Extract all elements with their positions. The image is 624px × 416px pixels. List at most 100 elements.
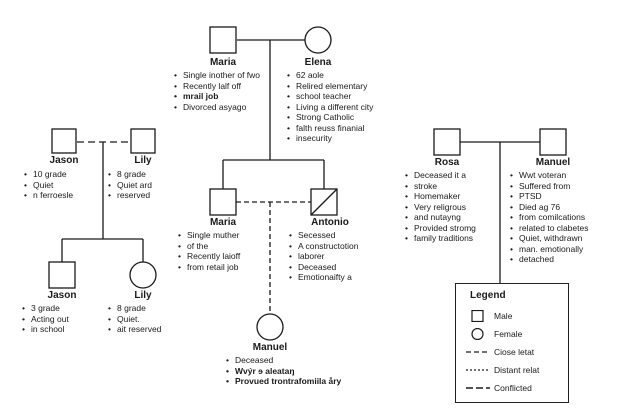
note: Very religrous — [405, 202, 476, 213]
rosa-male-square — [433, 128, 461, 156]
maria-mid-male-square — [209, 188, 237, 216]
note: of the — [178, 241, 240, 252]
person-name-maria-mid: Maria — [209, 217, 237, 228]
note: from retail job — [178, 262, 240, 273]
note: related to clabetes — [510, 223, 588, 234]
note: Quiet — [24, 180, 73, 191]
person-name-manuel-right: Manuel — [535, 157, 571, 168]
notes-maria-top: Single inother of fwo Recently lalf off … — [174, 70, 260, 112]
note: Single muther — [178, 230, 240, 241]
note: n ferroesle — [24, 190, 73, 201]
legend-label: Ciose letat — [494, 346, 535, 357]
note: Single inother of fwo — [174, 70, 260, 81]
lily-bottom-female-circle — [129, 261, 157, 289]
person-name-jason-top: Jason — [49, 155, 79, 166]
note: Strong Catholic — [287, 112, 373, 123]
note: PTSD — [510, 191, 588, 202]
notes-lily-bottom: 8 grade Quiet. ait reserved — [108, 303, 161, 335]
note: family traditions — [405, 233, 476, 244]
note: Secessed — [289, 230, 358, 241]
person-name-rosa: Rosa — [434, 157, 460, 168]
note: in school — [22, 324, 69, 335]
antonio-deceased-square — [310, 188, 338, 216]
antonio-deceased-mark — [310, 188, 338, 216]
person-name-elena: Elena — [304, 57, 332, 68]
jason-bottom-male-square — [48, 261, 76, 289]
maria-top-male-square — [209, 26, 237, 54]
note: Suffered from — [510, 181, 588, 192]
person-name-lily-top: Lily — [134, 155, 152, 166]
close-line-icon — [466, 346, 490, 358]
note: 8 grade — [108, 303, 161, 314]
note: 3 grade — [22, 303, 69, 314]
note: insecurity — [287, 133, 373, 144]
lily-top-male-square — [130, 128, 156, 154]
note: Divorced asyago — [174, 102, 260, 113]
manuel-right-male-square — [539, 128, 567, 156]
notes-elena: 62 aole Relired elementary school teache… — [287, 70, 373, 144]
note: Emotionaifty a — [289, 272, 358, 283]
note: Provided stromg — [405, 223, 476, 234]
legend-item-conflicted: Conflicted — [466, 381, 532, 393]
note: ait reserved — [108, 324, 161, 335]
legend-label: Male — [494, 310, 513, 321]
legend-item-female: Female — [466, 327, 523, 340]
manuel-bottom-female-circle — [256, 313, 284, 341]
note: 8 grade — [108, 169, 152, 180]
note: mrail job — [174, 91, 260, 102]
note: detached — [510, 254, 588, 265]
note: Homemaker — [405, 191, 476, 202]
legend-label: Conflicted — [494, 382, 532, 393]
conflicted-line-icon — [466, 382, 490, 394]
legend-item-male: Male — [466, 309, 513, 322]
note: 10 grade — [24, 169, 73, 180]
note: and nutayng — [405, 212, 476, 223]
notes-antonio: Secessed A constructotion laborer Deceas… — [289, 230, 358, 283]
note: Deceased it a — [405, 170, 476, 181]
person-name-jason-bottom: Jason — [47, 290, 77, 301]
note: Quiet ard — [108, 180, 152, 191]
notes-jason-top: 10 grade Quiet n ferroesle — [24, 169, 73, 201]
note: laborer — [289, 251, 358, 262]
note: Wwt voteran — [510, 170, 588, 181]
note: from comilcations — [510, 212, 588, 223]
distant-line-icon — [466, 364, 490, 376]
legend-box: Legend Male Female Ciose letat Distant r… — [455, 283, 569, 403]
note: man. emotionally — [510, 244, 588, 255]
legend-item-distant: Distant relat — [466, 363, 539, 375]
note: Recently laioff — [178, 251, 240, 262]
notes-jason-bottom: 3 grade Acting out in school — [22, 303, 69, 335]
notes-rosa: Deceased it a stroke Homemaker Very reli… — [405, 170, 476, 244]
legend-label: Distant relat — [494, 364, 540, 375]
person-name-lily-bottom: Lily — [134, 290, 152, 301]
note: Provued trontrafomiila åry — [226, 376, 341, 387]
legend-label: Female — [494, 328, 523, 339]
notes-maria-mid: Single muther of the Recently laioff fro… — [178, 230, 240, 272]
note: Deceased — [226, 355, 341, 366]
legend-item-close: Ciose letat — [466, 345, 534, 357]
note: 62 aole — [287, 70, 373, 81]
note: Quiet, withdrawn — [510, 233, 588, 244]
note: Wvýr ɘ aleataŋ — [226, 366, 341, 377]
person-name-maria-top: Maria — [209, 57, 237, 68]
note: A constructotion — [289, 241, 358, 252]
note: Recently lalf off — [174, 81, 260, 92]
note: school teacher — [287, 91, 373, 102]
female-circle-icon — [466, 327, 490, 340]
note: Acting out — [22, 314, 69, 325]
male-square-icon — [466, 309, 490, 322]
person-name-antonio: Antonio — [311, 217, 349, 228]
notes-lily-top: 8 grade Quiet ard reserved — [108, 169, 152, 201]
note: Quiet. — [108, 314, 161, 325]
note: reserved — [108, 190, 152, 201]
note: falth reuss finanial — [287, 123, 373, 134]
legend-title: Legend — [470, 290, 506, 301]
note: stroke — [405, 181, 476, 192]
note: Living a different city — [287, 102, 373, 113]
note: Died ag 76 — [510, 202, 588, 213]
elena-female-circle — [304, 26, 332, 54]
note: Deceased — [289, 262, 358, 273]
note: Relired elementary — [287, 81, 373, 92]
person-name-manuel-bottom: Manuel — [252, 342, 288, 353]
